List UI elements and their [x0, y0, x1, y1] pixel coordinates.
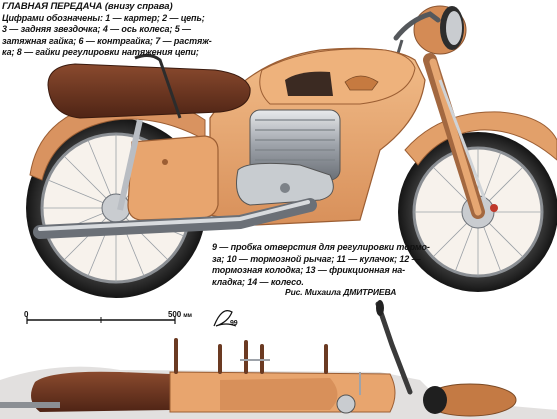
engine [236, 109, 341, 206]
exhaust-pipe [33, 198, 317, 239]
caption-top: ГЛАВНАЯ ПЕРЕДАЧА (внизу справа) Цифрами … [2, 1, 212, 59]
seat [47, 63, 251, 119]
illustrator-credit: Рис. Михаила ДМИТРИЕВА [285, 287, 397, 297]
scale-max-value: 500 [168, 310, 182, 319]
fuel-tank [259, 48, 416, 105]
scale-unit: мм [183, 313, 192, 319]
caption-line: ка; 8 — гайки регулировки натяжения цепи… [2, 47, 199, 57]
scale-label-zero: 0 [24, 310, 29, 319]
caption-line: затяжная гайка; 6 — контргайка; 7 — раст… [2, 35, 212, 46]
headlight [413, 5, 467, 55]
tank-emblem [344, 75, 379, 91]
handlebar [393, 11, 441, 41]
caption-line: тормозная колодка; 13 — фрикционная на- [212, 265, 406, 275]
caption-line: кладка; 14 — колесо. [212, 276, 304, 287]
top-view-motorcycle [0, 300, 557, 419]
caption-line: Цифрами обозначены: 1 — картер; 2 — цепь… [2, 12, 205, 23]
side-cover [127, 135, 219, 221]
signature-year: 99 [230, 320, 238, 327]
scale-label-max: 500 мм [168, 309, 192, 323]
caption-line: 9 — пробка отверстия для регулировки тор… [212, 242, 430, 252]
rear-shock [117, 119, 143, 211]
caption-title: ГЛАВНАЯ ПЕРЕДАЧА (внизу справа) [2, 1, 173, 12]
front-fork [423, 53, 487, 219]
caption-bottom: 9 — пробка отверстия для регулировки тор… [212, 242, 430, 288]
scale-bar [26, 316, 176, 324]
artist-signature [213, 310, 237, 327]
caption-line: за; 10 — тормозной рычаг; 11 — кулачок; … [212, 253, 421, 264]
tank-knee-pad [285, 71, 333, 96]
caption-line: 3 — задняя звездочка; 4 — ось колеса; 5 … [2, 24, 191, 34]
